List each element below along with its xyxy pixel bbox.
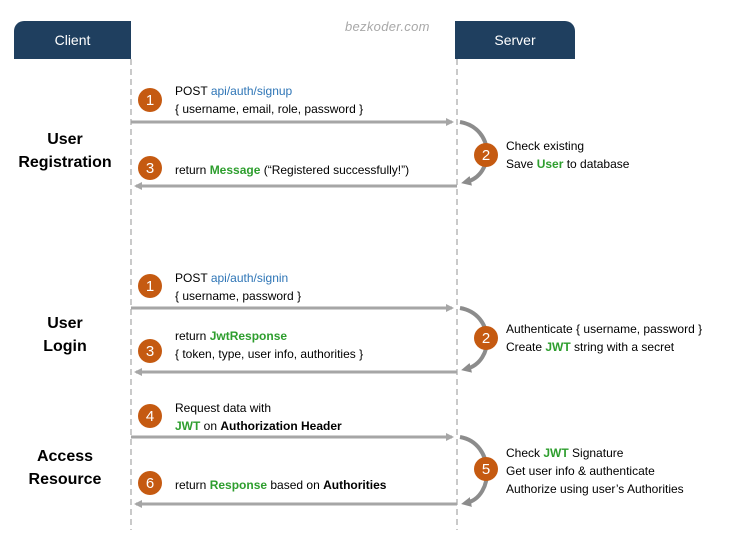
section-label-login: User Login <box>43 315 87 355</box>
resource-response-text: return Response based on Authorities <box>175 478 387 492</box>
signin-url: api/auth/signin <box>210 271 289 285</box>
signup-request-text: POST api/auth/signup { username, email, … <box>175 84 364 116</box>
step-badge: 1 <box>138 88 162 112</box>
section-label-registration: User Registration <box>18 131 112 171</box>
step-badge: 1 <box>138 274 162 298</box>
client-lane-header: Client <box>14 21 131 59</box>
server-lane-header: Server <box>455 21 575 59</box>
step-badge: 5 <box>474 457 498 481</box>
step-badge: 6 <box>138 471 162 495</box>
resource-request-text: Request data with JWT on Authorization H… <box>175 401 342 433</box>
server-lane-label: Server <box>494 32 536 48</box>
section-label-access: Access Resource <box>28 448 102 488</box>
watermark: bezkoder.com <box>345 19 430 34</box>
step-badge: 3 <box>138 339 162 363</box>
step-badge: 2 <box>474 326 498 350</box>
signup-response-text: return Message (“Registered successfully… <box>175 163 410 177</box>
signup-server-text: Check existing Save User to database <box>506 139 630 171</box>
resource-server-text: Check JWT Signature Get user info & auth… <box>506 446 684 496</box>
signin-response-text: return JwtResponse { token, type, user i… <box>175 329 364 361</box>
signup-url: api/auth/signup <box>210 84 293 98</box>
signin-server-text: Authenticate { username, password } Crea… <box>506 322 703 354</box>
step-badge: 3 <box>138 156 162 180</box>
step-badge: 4 <box>138 404 162 428</box>
signin-request-text: POST api/auth/signin { username, passwor… <box>175 271 302 303</box>
client-lane-label: Client <box>54 32 91 48</box>
step-badge: 2 <box>474 143 498 167</box>
